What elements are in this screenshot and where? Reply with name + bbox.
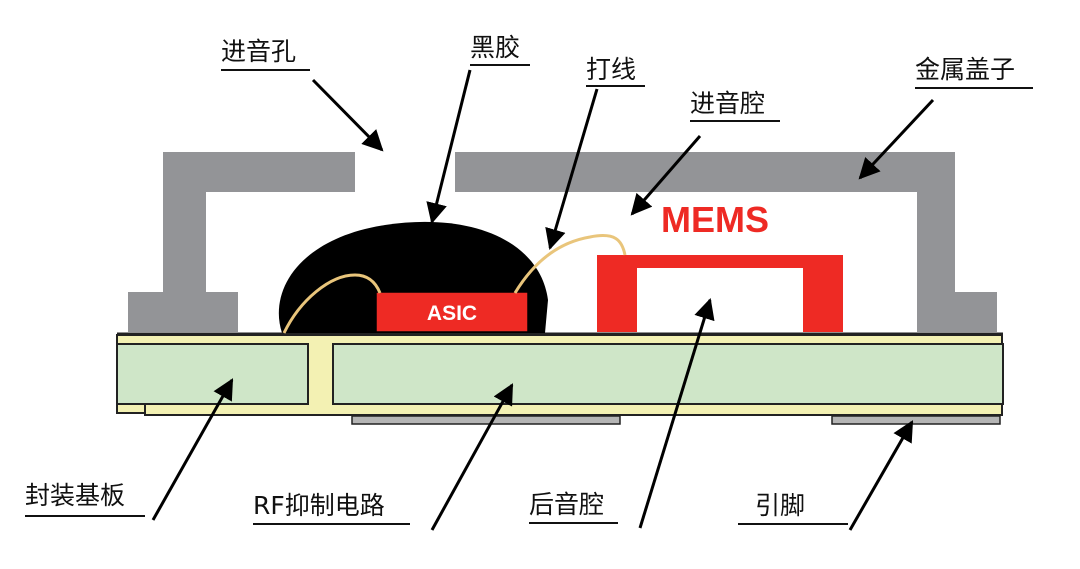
arrow-pin	[848, 420, 914, 531]
metal-cap-right	[455, 152, 997, 332]
arrow-black-glue	[426, 69, 472, 225]
mems-label: MEMS	[661, 199, 769, 240]
label-front-chamber: 进音腔	[690, 89, 765, 118]
pin-pad-right	[831, 415, 1001, 425]
bond-wire-left	[282, 273, 382, 334]
asic-chip	[375, 291, 529, 333]
arrow-wire-bond	[545, 88, 599, 251]
via	[309, 337, 332, 405]
label-metal-cap: 金属盖子	[915, 55, 1015, 84]
arrow-substrate	[151, 378, 234, 521]
label-back-chamber: 后音腔	[529, 490, 604, 519]
arrow-sound-inlet	[311, 78, 384, 152]
arrow-metal-cap	[858, 98, 935, 180]
substrate-left-block	[116, 343, 309, 405]
label-rf-circuit: RF抑制电路	[253, 491, 385, 520]
label-substrate: 封装基板	[25, 481, 125, 510]
mems-chip	[597, 255, 843, 332]
metal-cap-left	[128, 152, 355, 332]
label-black-glue: 黑胶	[470, 33, 520, 62]
label-wire-bond: 打线	[586, 55, 636, 84]
arrow-rf-circuit	[430, 383, 514, 531]
label-pin: 引脚	[755, 491, 805, 520]
arrow-front-chamber	[630, 135, 702, 216]
arrow-back-chamber	[638, 297, 715, 529]
label-sound-inlet: 进音孔	[221, 37, 296, 66]
asic-label: ASIC	[427, 302, 477, 325]
substrate-right-block	[332, 343, 1004, 405]
substrate-bottom-layer	[144, 403, 1003, 416]
pin-pad-left	[351, 415, 621, 425]
bond-wire-right	[513, 234, 627, 294]
